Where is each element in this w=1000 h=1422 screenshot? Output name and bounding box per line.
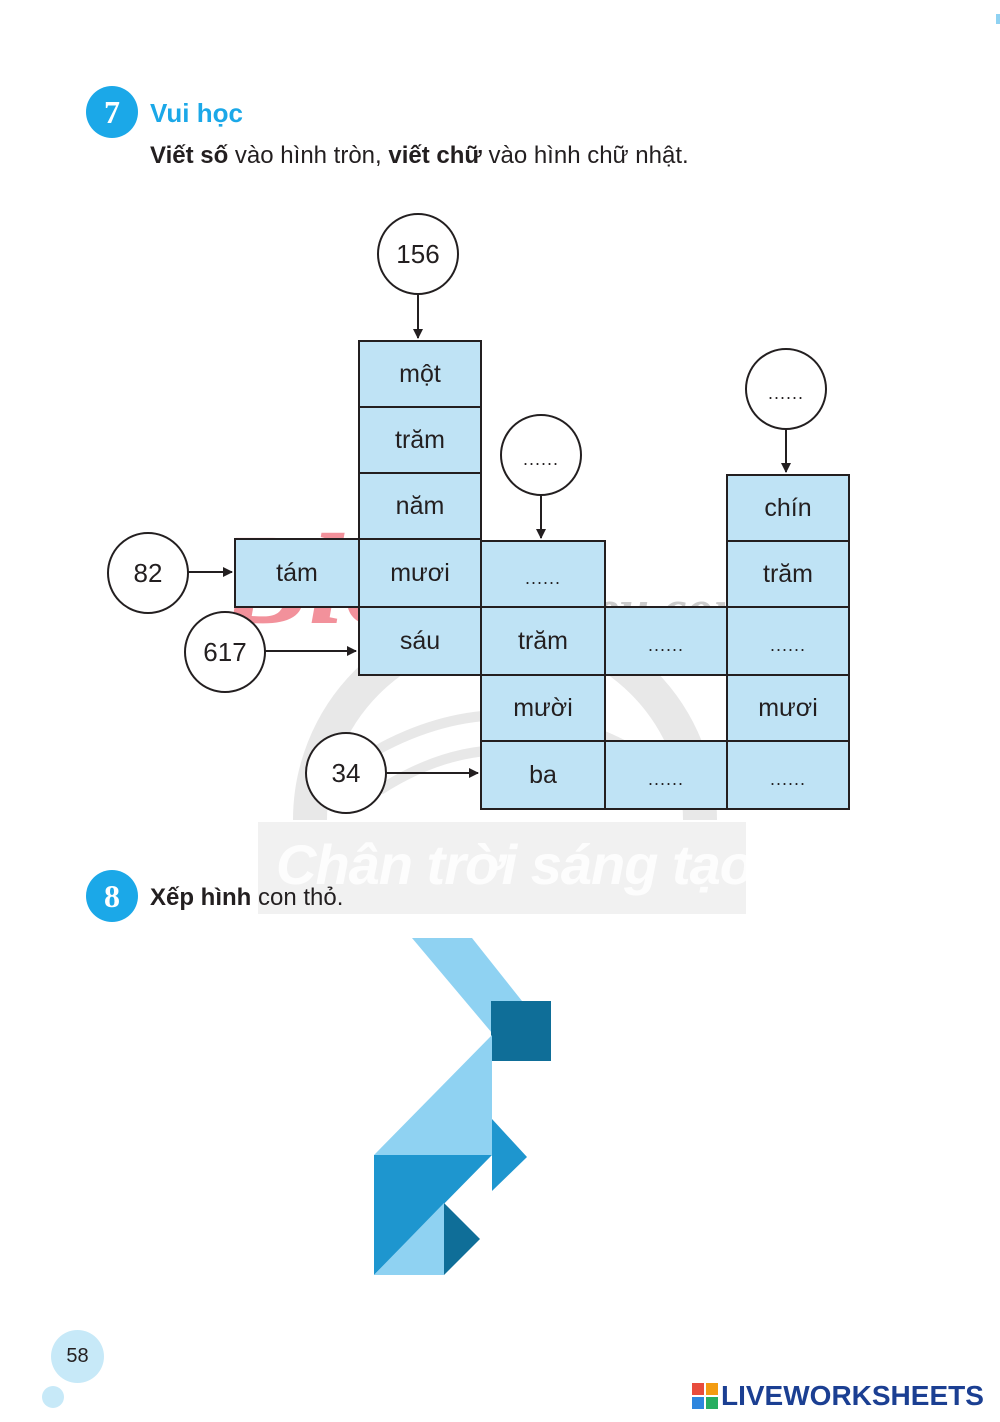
diagram-arrows (188, 294, 791, 778)
liveworksheets-grid-icon (692, 1383, 718, 1409)
circle-blank-right-text: ...... (767, 382, 804, 403)
instruction-bold-2: viết chữ (388, 142, 482, 169)
circle-82-text: 82 (133, 557, 163, 588)
circle-blank-mid[interactable]: ...... (500, 414, 582, 496)
circle-blank-mid-text: ...... (522, 448, 559, 469)
circle-blank-right[interactable]: ...... (745, 348, 827, 430)
cell-sau: sáu (358, 606, 482, 676)
cell-tram-1: trăm (358, 406, 482, 474)
tangram-head (491, 1001, 551, 1061)
circle-156-text: 156 (396, 238, 440, 269)
exercise-8-text: con thỏ. (251, 884, 344, 911)
tangram-body-large (374, 1035, 492, 1155)
instruction-bold-1: Viết số (150, 142, 229, 169)
page-number: 58 (66, 1345, 89, 1367)
tangram-leg-light (374, 1203, 444, 1275)
exercise-8-bold: Xếp hình (150, 884, 252, 911)
tangram-paw (492, 1119, 527, 1191)
exercise-7-title: Vui học (150, 98, 243, 128)
circle-156: 156 (377, 213, 459, 295)
cell-nam-text: năm (395, 491, 445, 520)
cell-mot-text: một (399, 359, 441, 388)
liveworksheets-logo[interactable]: LIVEWORKSHEETS (692, 1380, 984, 1412)
cell-blank-b-text: ...... (647, 634, 684, 655)
watermark-publisher-band (258, 822, 746, 914)
cell-blank-c[interactable]: ...... (604, 740, 728, 810)
circle-34: 34 (305, 732, 387, 814)
exercise-8-instruction: Xếp hình con thỏ. (150, 884, 343, 912)
cell-tram-3-text: trăm (763, 559, 813, 588)
tangram-foot (444, 1203, 480, 1275)
cell-blank-b[interactable]: ...... (604, 606, 728, 676)
cell-blank-a[interactable]: ...... (480, 540, 606, 608)
cell-blank-d-text: ...... (769, 634, 806, 655)
cell-blank-c-text: ...... (647, 768, 684, 789)
instruction-text-1: vào hình tròn, (228, 142, 389, 169)
instruction-text-2: vào hình chữ nhật. (481, 142, 689, 169)
exercise-7-number: 7 (104, 93, 120, 130)
circle-617: 617 (184, 611, 266, 693)
tangram-rabbit (374, 938, 551, 1275)
exercise-7-badge: 7 (86, 86, 138, 138)
liveworksheets-text: LIVEWORKSHEETS (721, 1380, 984, 1411)
corner-mark (996, 14, 1000, 24)
circle-34-text: 34 (331, 757, 361, 788)
cell-tram-1-text: trăm (395, 425, 445, 454)
cell-blank-e-text: ...... (769, 768, 806, 789)
cell-tam-text: tám (276, 558, 318, 587)
page-number-badge: 58 (51, 1330, 104, 1383)
cell-chin-text: chín (764, 493, 812, 522)
cell-ba-text: ba (529, 760, 557, 789)
cell-blank-e[interactable]: ...... (726, 740, 850, 810)
cell-blank-a-text: ...... (524, 567, 561, 588)
cell-sau-text: sáu (399, 626, 441, 655)
cell-tram-2-text: trăm (518, 626, 568, 655)
cell-muoi-2-text: mười (513, 693, 573, 722)
circle-82: 82 (107, 532, 189, 614)
cell-muoi-3-text: mươi (758, 693, 818, 722)
page-dot (42, 1386, 64, 1408)
exercise-8-badge: 8 (86, 870, 138, 922)
circle-617-text: 617 (203, 636, 247, 667)
exercise-7-instruction: Viết số vào hình tròn, viết chữ vào hình… (150, 142, 689, 170)
exercise-8-number: 8 (104, 877, 120, 914)
cell-chin: chín (726, 474, 850, 542)
cell-muoi-1-text: mươi (390, 558, 450, 587)
watermark-publisher: Chân trời sáng tạo (276, 833, 754, 896)
cell-tam: tám (234, 538, 360, 608)
cell-tram-3: trăm (726, 540, 850, 608)
